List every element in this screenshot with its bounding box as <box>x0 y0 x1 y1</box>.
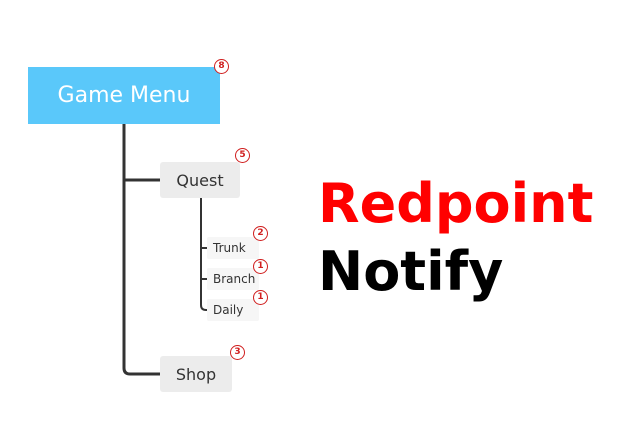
daily-node[interactable]: Daily <box>207 299 259 321</box>
daily-label: Daily <box>213 303 244 317</box>
branch-badge: 1 <box>253 259 268 274</box>
daily-badge: 1 <box>253 290 268 305</box>
quest-node[interactable]: Quest <box>160 162 240 198</box>
branch-label: Branch <box>213 272 256 286</box>
trunk-node[interactable]: Trunk <box>207 237 259 259</box>
heading-redpoint: Redpoint <box>318 172 594 235</box>
shop-label: Shop <box>175 364 217 384</box>
game-menu-node[interactable]: Game Menu <box>28 67 220 124</box>
trunk-badge: 2 <box>253 226 268 241</box>
connector-quest-children <box>200 198 208 311</box>
shop-badge: 3 <box>230 345 245 360</box>
shop-node[interactable]: Shop <box>160 356 232 392</box>
quest-label: Quest <box>176 170 224 190</box>
branch-node[interactable]: Branch <box>207 268 259 290</box>
game-menu-label: Game Menu <box>57 83 191 108</box>
connector-root-children <box>122 124 160 376</box>
heading-notify: Notify <box>318 240 504 303</box>
game-menu-badge: 8 <box>214 59 229 74</box>
quest-badge: 5 <box>235 148 250 163</box>
trunk-label: Trunk <box>213 241 246 255</box>
